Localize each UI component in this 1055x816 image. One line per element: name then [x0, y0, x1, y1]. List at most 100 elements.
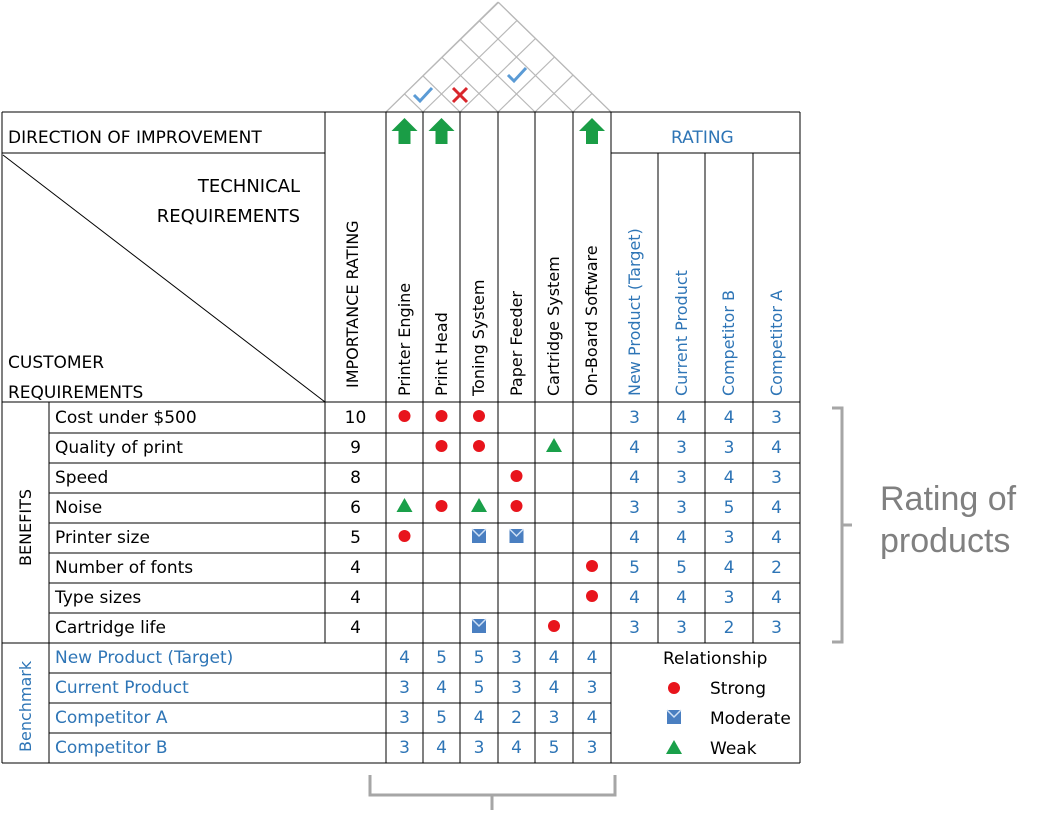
- benchmark-value: 3: [586, 738, 598, 758]
- benchmark-name: Current Product: [55, 678, 189, 698]
- product-rating-value: 4: [723, 558, 735, 578]
- moderate-square-icon: [471, 618, 487, 633]
- importance-value: 9: [350, 438, 361, 458]
- benchmark-value: 5: [548, 738, 560, 758]
- benchmark-value: 3: [511, 678, 522, 698]
- product-rating-value: 4: [629, 588, 640, 608]
- roof-check-icon: [412, 86, 434, 104]
- weak-triangle-icon: [471, 498, 487, 512]
- benchmark-name: Competitor B: [55, 738, 168, 758]
- product-rating-value: 3: [771, 408, 782, 428]
- moderate-square-icon: [508, 528, 525, 543]
- benchmark-label: Benchmark: [16, 660, 35, 752]
- product-rating-value: 3: [629, 408, 640, 428]
- tech-column-header: Print Head: [431, 312, 451, 396]
- benchmark-value: 3: [399, 678, 410, 698]
- requirement-name: Speed: [55, 468, 109, 488]
- product-rating-value: 4: [723, 468, 735, 488]
- benchmark-value: 4: [548, 678, 560, 698]
- product-rating-value: 4: [676, 408, 687, 428]
- importance-rating-header: IMPORTANCE RATING: [343, 220, 362, 388]
- rating-column-header: Current Product: [671, 270, 691, 396]
- product-rating-value: 3: [676, 498, 687, 518]
- product-rating-value: 3: [629, 498, 640, 518]
- technical-requirements-line2: REQUIREMENTS: [156, 206, 300, 227]
- up-arrow-icon: [391, 118, 418, 144]
- strong-circle-icon: [398, 530, 411, 542]
- strong-circle-icon: [510, 470, 523, 482]
- benchmark-value: 4: [548, 648, 560, 668]
- legend-moderate-icon: [666, 709, 682, 724]
- benchmark-value: 5: [436, 708, 447, 728]
- moderate-square-icon: [471, 528, 487, 543]
- product-rating-value: 4: [771, 438, 782, 458]
- product-rating-value: 4: [723, 408, 735, 428]
- roof-check-icon: [506, 66, 528, 84]
- benchmark-value: 4: [436, 738, 447, 758]
- benchmark-value: 4: [586, 708, 598, 728]
- benchmark-name: New Product (Target): [55, 648, 234, 668]
- product-rating-value: 4: [629, 468, 640, 488]
- importance-value: 4: [350, 618, 361, 638]
- legend-weak-icon: [666, 740, 682, 754]
- tech-column-header: On-Board Software: [582, 245, 601, 396]
- legend-title: Relationship: [663, 649, 768, 669]
- product-rating-value: 4: [676, 588, 687, 608]
- benchmark-bracket: [368, 775, 617, 810]
- rating-of-products-line2: products: [880, 522, 1011, 560]
- product-rating-value: 3: [676, 618, 687, 638]
- customer-requirements-label: CUSTOMER REQUIREMENTS: [8, 348, 143, 408]
- product-rating-value: 3: [723, 588, 735, 608]
- rating-header: RATING: [671, 128, 734, 148]
- strong-circle-icon: [473, 410, 485, 422]
- product-rating-value: 2: [723, 618, 735, 638]
- product-rating-value: 4: [629, 528, 640, 548]
- product-rating-value: 2: [771, 558, 782, 578]
- benchmark-value: 3: [399, 708, 410, 728]
- requirement-name: Cartridge life: [55, 618, 166, 638]
- product-rating-value: 3: [771, 618, 782, 638]
- requirement-name: Cost under $500: [55, 408, 197, 428]
- strong-circle-icon: [435, 410, 448, 422]
- legend-weak-label: Weak: [710, 739, 757, 759]
- product-rating-value: 4: [629, 438, 640, 458]
- rating-of-products-line1: Rating of: [880, 480, 1017, 518]
- tech-column-header: Paper Feeder: [506, 291, 526, 396]
- strong-circle-icon: [435, 440, 448, 452]
- benchmark-value: 2: [511, 708, 522, 728]
- requirement-name: Quality of print: [55, 438, 183, 458]
- benchmark-value: 3: [399, 738, 410, 758]
- importance-value: 8: [350, 468, 361, 488]
- benchmark-value: 4: [511, 738, 522, 758]
- product-rating-value: 3: [676, 468, 687, 488]
- technical-requirements-line1: TECHNICAL: [197, 176, 300, 197]
- strong-circle-icon: [548, 620, 560, 632]
- benchmark-value: 5: [436, 648, 447, 668]
- rating-column-header: New Product (Target): [624, 228, 644, 396]
- product-rating-value: 4: [771, 498, 782, 518]
- product-rating-value: 4: [771, 588, 782, 608]
- rating-of-products-label: Rating of products: [880, 478, 1016, 562]
- direction-of-improvement-label: DIRECTION OF IMPROVEMENT: [8, 128, 262, 148]
- benchmark-value: 4: [436, 678, 447, 698]
- requirement-name: Printer size: [55, 528, 150, 548]
- up-arrow-icon: [579, 118, 605, 144]
- requirement-name: Type sizes: [55, 588, 142, 608]
- importance-value: 4: [350, 588, 361, 608]
- importance-value: 4: [350, 558, 361, 578]
- ratings-bracket: [832, 406, 852, 644]
- header-diagonal: [2, 154, 326, 403]
- strong-circle-icon: [473, 440, 485, 452]
- customer-requirements-line2: REQUIREMENTS: [8, 383, 144, 403]
- strong-circle-icon: [435, 500, 448, 512]
- requirement-name: Number of fonts: [55, 558, 194, 578]
- product-rating-value: 3: [676, 438, 687, 458]
- product-rating-value: 3: [771, 468, 782, 488]
- customer-requirements-line1: CUSTOMER: [8, 353, 105, 373]
- requirement-name: Noise: [55, 498, 103, 518]
- technical-requirements-label: TECHNICAL REQUIREMENTS: [0, 172, 300, 232]
- benchmark-value: 3: [548, 708, 560, 728]
- benchmark-value: 3: [511, 648, 522, 668]
- product-rating-value: 5: [676, 558, 687, 578]
